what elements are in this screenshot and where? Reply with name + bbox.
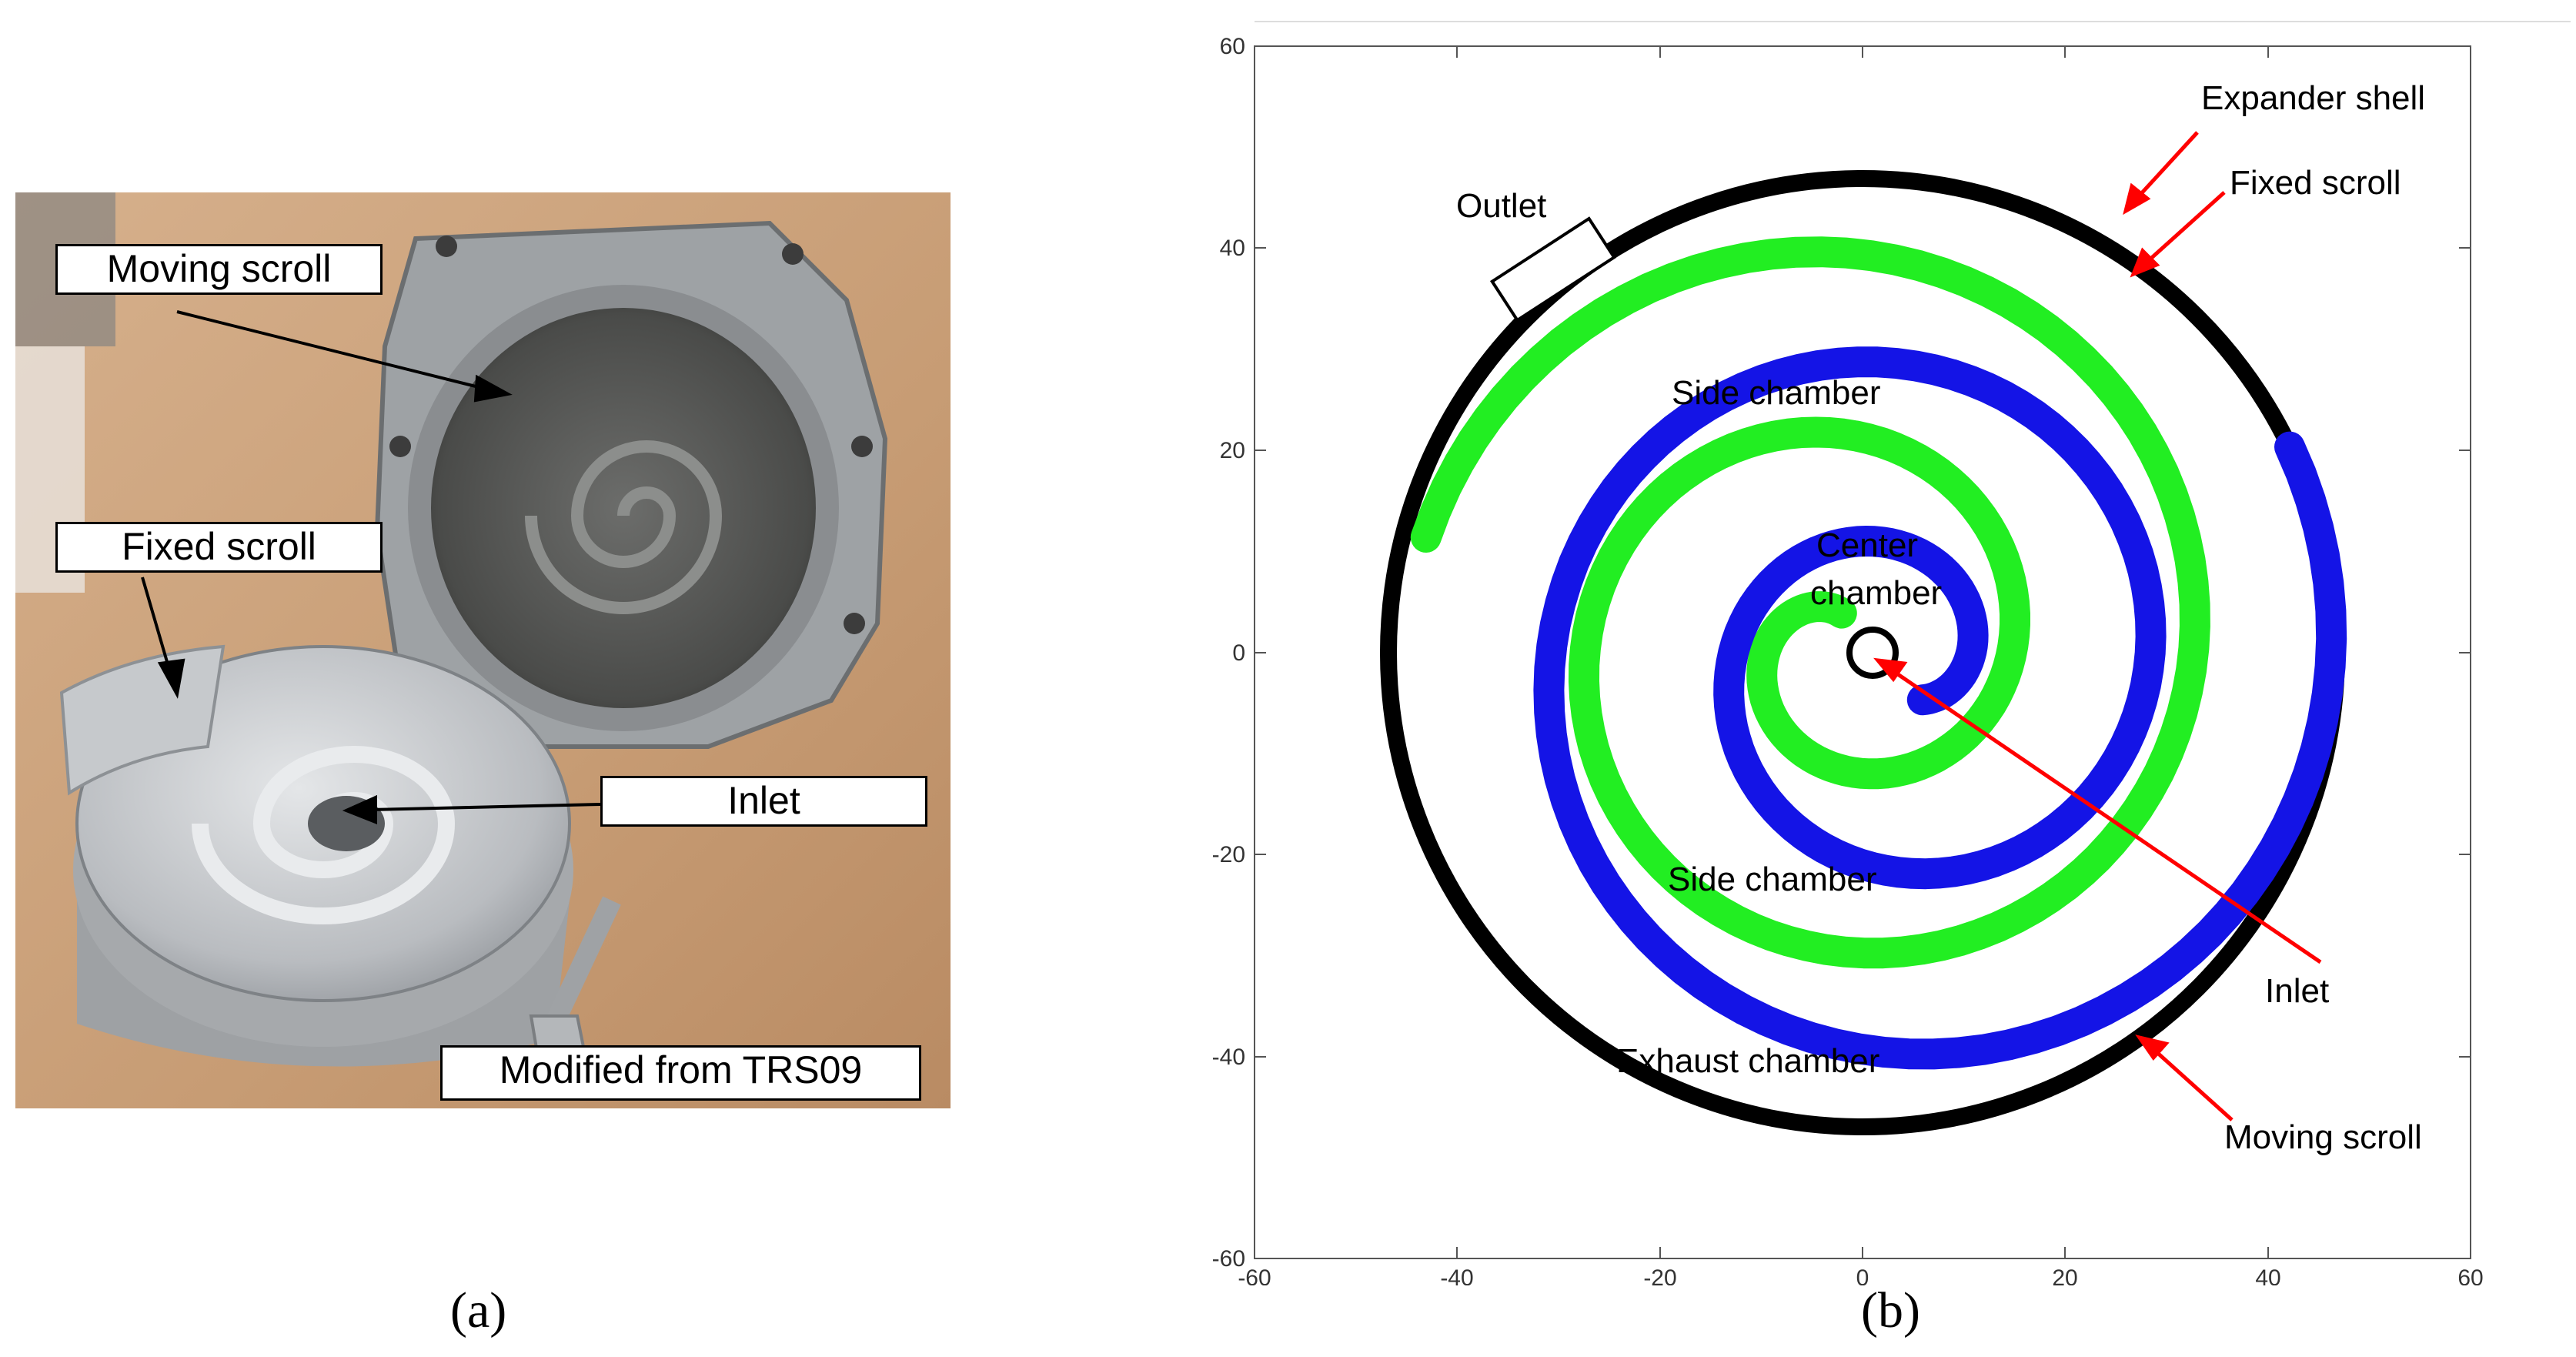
caption-a: (a) xyxy=(450,1282,507,1339)
label-moving-scroll: Moving scroll xyxy=(2224,1118,2422,1156)
x-tick-label: 20 xyxy=(2052,1265,2077,1285)
diagram-callout-arrows xyxy=(1873,131,2322,1121)
x-tick-label: -20 xyxy=(1643,1265,1676,1285)
x-tick-label: 0 xyxy=(1856,1265,1869,1285)
x-tick-label: -60 xyxy=(1238,1265,1271,1285)
diagram-panel: -60 -40 -20 0 20 40 60 60 40 20 0 -20 -4… xyxy=(1185,15,2571,1285)
y-tick-label: 60 xyxy=(1220,34,1245,59)
expander-photo xyxy=(15,192,951,1108)
label-inlet: Inlet xyxy=(600,776,927,827)
label-expander-shell: Expander shell xyxy=(2201,79,2425,117)
x-tick-label: -40 xyxy=(1440,1265,1473,1285)
label-inlet: Inlet xyxy=(2265,972,2329,1010)
y-tick-label: -60 xyxy=(1212,1246,1245,1272)
label-modified-from: Modified from TRS09 xyxy=(440,1045,921,1101)
moving-scroll-housing xyxy=(374,220,888,749)
moving-scroll xyxy=(1533,346,2347,1070)
outlet-port xyxy=(1489,216,1617,323)
label-fixed-scroll: Fixed scroll xyxy=(55,522,383,573)
y-tick-label: 40 xyxy=(1220,236,1245,261)
axis-ticks xyxy=(1254,45,2471,1259)
label-moving-scroll: Moving scroll xyxy=(55,244,383,295)
x-tick-label: 60 xyxy=(2457,1265,2483,1285)
label-fixed-scroll: Fixed scroll xyxy=(2230,164,2401,202)
photo-panel: Moving scroll Fixed scroll Inlet Modifie… xyxy=(15,192,951,1108)
scroll-diagram: -60 -40 -20 0 20 40 60 60 40 20 0 -20 -4… xyxy=(1212,21,2571,1285)
y-tick-label: -40 xyxy=(1212,1044,1245,1070)
caption-b: (b) xyxy=(1861,1282,1920,1339)
label-exhaust-chamber: Exhaust chamber xyxy=(1616,1042,1879,1080)
photo-callout-arrows xyxy=(141,310,601,824)
fixed-scroll xyxy=(1410,236,2210,969)
label-center-chamber-line1: Center xyxy=(1816,526,1918,564)
y-tick-label: -20 xyxy=(1212,842,1245,867)
y-tick-label: 0 xyxy=(1232,640,1245,666)
fixed-scroll-base xyxy=(59,644,573,1067)
inlet-port xyxy=(1846,627,1899,679)
label-side-chamber-bottom: Side chamber xyxy=(1668,861,1876,898)
label-side-chamber-top: Side chamber xyxy=(1672,374,1880,412)
x-tick-label: 40 xyxy=(2255,1265,2280,1285)
y-tick-label: 20 xyxy=(1220,438,1245,463)
label-center-chamber-line2: chamber xyxy=(1810,574,1942,612)
label-outlet: Outlet xyxy=(1456,187,1546,225)
